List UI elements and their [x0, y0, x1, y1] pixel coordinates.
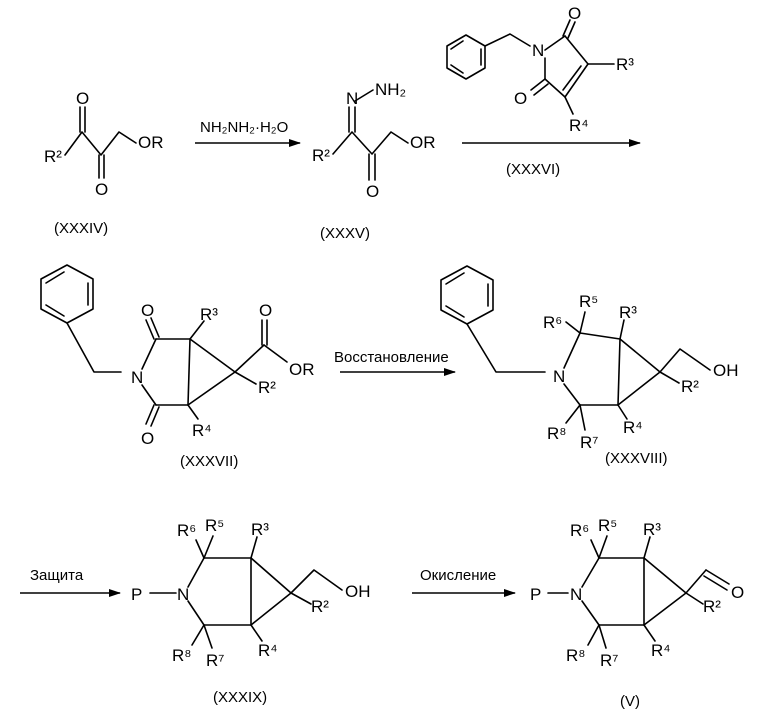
substituent-r2: R²: [681, 377, 699, 396]
substituent-r4: R⁴: [258, 641, 278, 660]
compound-label-xxxix: (XXXIX): [213, 689, 267, 706]
compound-label-xxxvi: (XXXVI): [506, 161, 560, 178]
substituent-r4: R⁴: [192, 421, 212, 440]
reagent-oxidation: Окисление: [420, 567, 496, 584]
substituent-r7: R⁷: [600, 651, 618, 670]
compound-label-v: (V): [620, 693, 640, 710]
atom-o: O: [514, 89, 527, 108]
atom-n: N: [346, 89, 358, 108]
substituent-r5: R⁵: [579, 292, 598, 311]
substituent-r2: R²: [44, 147, 62, 166]
reaction-arrow-protection: Защита: [20, 567, 120, 593]
substituent-r2: R²: [311, 597, 329, 616]
atom-o: O: [259, 301, 272, 320]
reaction-arrow-hydrazine: NH₂NH₂·H₂O: [195, 119, 300, 143]
reaction-arrow-reduction: Восстановление: [334, 349, 455, 372]
substituent-r6: R⁶: [570, 521, 589, 540]
substituent-r4: R⁴: [651, 641, 671, 660]
atom-o: O: [731, 583, 744, 602]
substituent-r3: R³: [616, 55, 634, 74]
substituent-r2: R²: [312, 146, 330, 165]
compound-xxxviii: N OH R⁶ R⁵ R³ R² R⁴ R⁸ R⁷ (XXXVIII): [441, 266, 739, 467]
compound-label-xxxiv: (XXXIV): [54, 220, 108, 237]
compound-label-xxxviii: (XXXVIII): [605, 450, 668, 467]
atom-n: N: [532, 41, 544, 60]
substituent-r7: R⁷: [580, 433, 598, 452]
substituent-r2: R²: [703, 597, 721, 616]
substituent-r6: R⁶: [177, 521, 196, 540]
compound-xxxvi: N O O R³ R⁴ (XXXVI): [447, 4, 634, 178]
atom-n: N: [177, 585, 189, 604]
protecting-group-p: P: [131, 585, 142, 604]
reagent-protection: Защита: [30, 567, 84, 584]
substituent-r3: R³: [643, 520, 661, 539]
substituent-r6: R⁶: [543, 313, 562, 332]
substituent-r7: R⁷: [206, 651, 224, 670]
protecting-group-p: P: [530, 585, 541, 604]
substituent-r2: R²: [258, 378, 276, 397]
atom-or: OR: [289, 360, 315, 379]
atom-n: N: [553, 367, 565, 386]
compound-v: P N O R⁶ R⁵ R³ R² R⁴ R⁸ R⁷ (V): [530, 516, 744, 710]
compound-label-xxxvii: (XXXVII): [180, 453, 238, 470]
atom-o: O: [568, 4, 581, 23]
atom-o: O: [95, 180, 108, 199]
atom-n: N: [131, 368, 143, 387]
atom-o: O: [366, 182, 379, 201]
atom-nh2: NH₂: [375, 80, 406, 99]
compound-xxxiv: O O OR R² (XXXIV): [44, 89, 164, 237]
substituent-r4: R⁴: [569, 116, 589, 135]
atom-oh: OH: [345, 582, 371, 601]
compound-xxxv: N NH₂ O OR R² (XXXV): [312, 80, 436, 242]
atom-n: N: [570, 585, 582, 604]
atom-oh: OH: [713, 361, 739, 380]
reagent-reduction: Восстановление: [334, 349, 449, 366]
substituent-r8: R⁸: [566, 646, 585, 665]
reaction-arrow-oxidation: Окисление: [412, 567, 515, 593]
atom-o: O: [141, 301, 154, 320]
atom-o: O: [141, 429, 154, 448]
substituent-r5: R⁵: [205, 516, 224, 535]
substituent-r3: R³: [619, 303, 637, 322]
compound-xxxvii: N O O O OR R³ R⁴ R² (XXXVII): [41, 265, 315, 470]
substituent-r4: R⁴: [623, 418, 643, 437]
substituent-r3: R³: [200, 305, 218, 324]
atom-or: OR: [410, 133, 436, 152]
compound-xxxix: P N OH R⁶ R⁵ R³ R² R⁴ R⁸ R⁷ (XXXIX): [131, 516, 371, 706]
substituent-r8: R⁸: [172, 646, 191, 665]
compound-label-xxxv: (XXXV): [320, 225, 370, 242]
atom-or: OR: [138, 133, 164, 152]
atom-o: O: [76, 89, 89, 108]
substituent-r3: R³: [251, 520, 269, 539]
substituent-r8: R⁸: [547, 424, 566, 443]
substituent-r5: R⁵: [598, 516, 617, 535]
reagent-hydrazine: NH₂NH₂·H₂O: [200, 119, 288, 136]
